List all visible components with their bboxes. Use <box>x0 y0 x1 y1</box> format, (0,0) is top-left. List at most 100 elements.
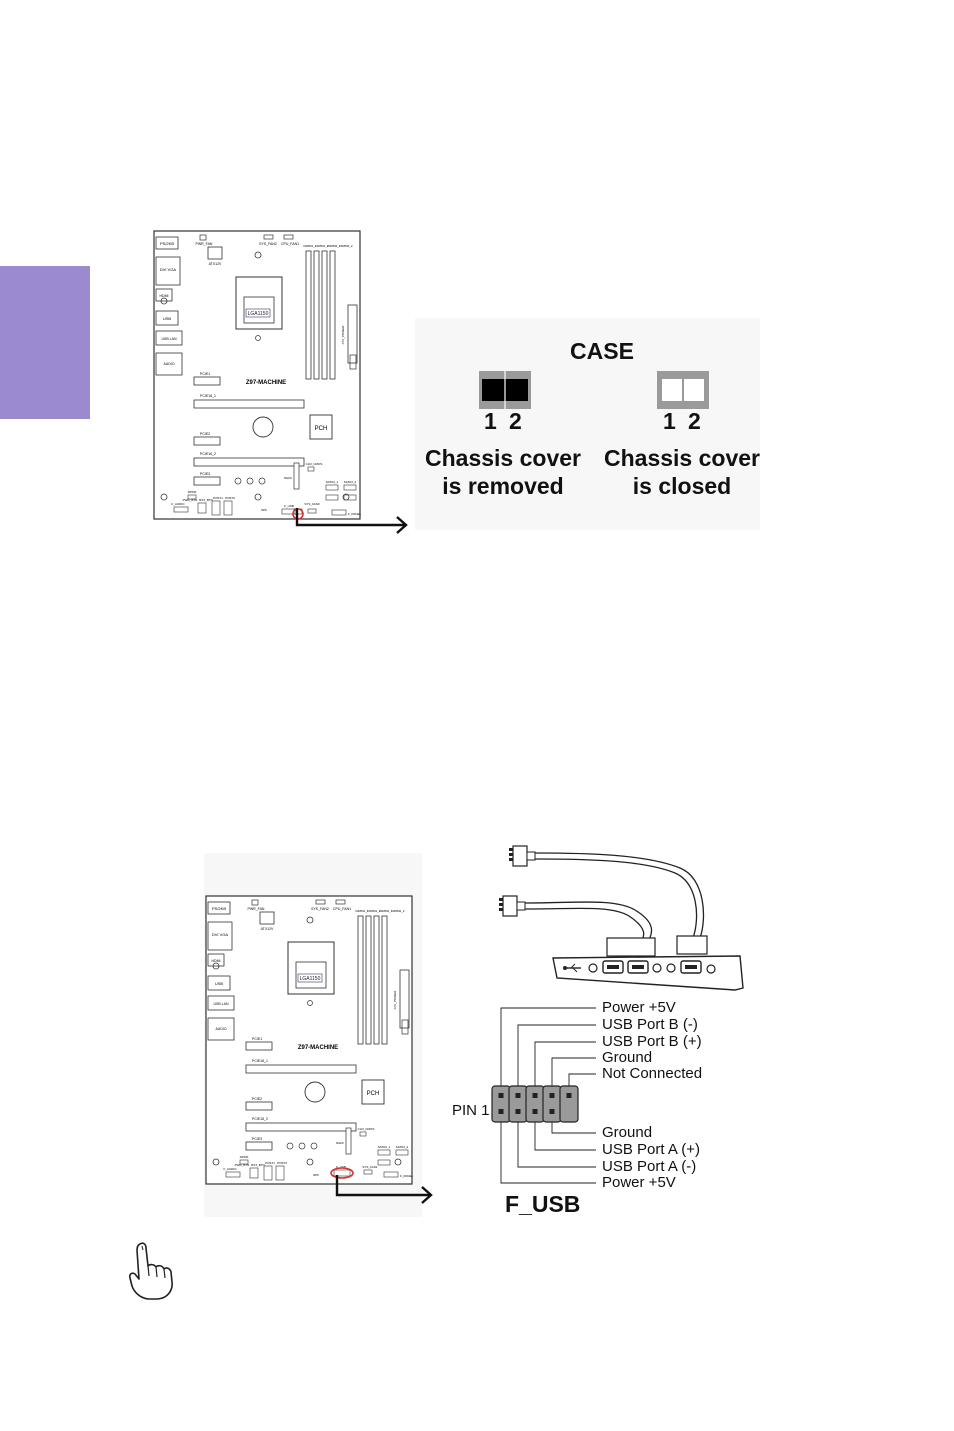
label-hdmi: HDMI <box>212 959 221 963</box>
board-model-label: Z97-MACHINE <box>246 380 286 386</box>
jumper-open-icon <box>657 371 709 409</box>
label-sata3-1: SATA3_1 <box>378 1145 391 1149</box>
label-pcie16-1: PCIE16_1 <box>200 394 216 398</box>
label-pwr-fan: PWR_FAN <box>248 907 265 911</box>
label-sys-fan2: SYS_FAN2 <box>259 242 277 246</box>
motherboard-diagram-bottom: PS/2KB DVI VGA HDMI USB USB LAN AUDIO PW… <box>205 895 413 1185</box>
label-usb-lan: USB LAN <box>214 1002 229 1006</box>
label-audio: AUDIO <box>215 1027 226 1031</box>
highlight-circle <box>330 1167 354 1179</box>
state-closed-line1: Chassis cover <box>604 445 760 471</box>
pin1-label: PIN 1 <box>452 1102 490 1119</box>
label-f-audio: F_AUDIO <box>223 1167 237 1171</box>
label-dimm1-1: DIMM1_1 <box>303 244 316 248</box>
label-spk: SPK <box>261 508 267 512</box>
label-pcie2: PCIE2 <box>252 1097 262 1101</box>
label-dvi: DVI VGA <box>212 932 229 937</box>
label-dimm1-2: DIMM1_2 <box>315 244 328 248</box>
label-sys-fan3: SYS_FAN3 <box>304 502 320 506</box>
closed-pin-1: 1 <box>663 408 676 434</box>
label-spdif: SPDIF <box>188 490 197 494</box>
removed-pin-2: 2 <box>509 408 522 434</box>
label-spk: SPK <box>313 1173 319 1177</box>
f-usb-title: F_USB <box>505 1191 581 1217</box>
label-f-audio: F_AUDIO <box>171 502 185 506</box>
label-dimm2-2: DIMM2_2 <box>339 244 352 248</box>
label-dimm1-1: DIMM1_1 <box>355 909 368 913</box>
label-post1: POST1 <box>265 1161 275 1165</box>
jumper-closed-icon <box>479 371 531 409</box>
label-atx-power: ATX_POWER <box>393 990 397 1009</box>
label-ps2kb: PS/2KB <box>212 906 226 911</box>
pin-label-usb-b-plus: USB Port B (+) <box>602 1033 702 1050</box>
label-pcie16-2: PCIE16_2 <box>200 452 216 456</box>
label-sys-fan1: SYS_FAN1 <box>362 1165 378 1169</box>
label-pcie2: PCIE2 <box>200 432 210 436</box>
label-post1: POST1 <box>213 496 223 500</box>
label-pwr-btn: PWR_BTN <box>235 1163 250 1167</box>
pin-label-ground-b: Ground <box>602 1049 653 1066</box>
usb-bracket-illustration <box>499 845 744 991</box>
pin-label-usb-a-plus: USB Port A (+) <box>602 1141 700 1158</box>
label-hdmi: HDMI <box>160 294 169 298</box>
board-model-label: Z97-MACHINE <box>298 1045 338 1051</box>
label-pcie16-1: PCIE16_1 <box>252 1059 268 1063</box>
label-atx12v: ATX12V <box>261 927 274 931</box>
label-post2: POST2 <box>225 496 235 500</box>
label-pcie16-2: PCIE16_2 <box>252 1117 268 1121</box>
chipset-label: PCH <box>367 1091 380 1097</box>
label-clr-cmos: CLR_CMOS <box>358 1127 375 1131</box>
label-dimm2-1: DIMM2_1 <box>379 909 392 913</box>
label-pwr-btn: PWR_BTN <box>183 498 198 502</box>
label-ngff: NGFF <box>336 1141 344 1145</box>
chapter-side-tab <box>0 266 90 419</box>
hand-pointer-icon <box>129 1242 173 1300</box>
chipset-label: PCH <box>315 426 328 432</box>
label-f-usb: F_USB <box>284 504 294 508</box>
label-atx12v: ATX12V <box>209 262 222 266</box>
usb-icon <box>563 963 581 973</box>
removed-pin-1: 1 <box>484 408 497 434</box>
label-dimm1-2: DIMM1_2 <box>367 909 380 913</box>
label-pwr-fan: PWR_FAN <box>196 242 213 246</box>
label-f-usb: F_USB <box>336 1165 346 1169</box>
label-usb: USB <box>215 981 224 986</box>
label-sata3-1: SATA3_1 <box>326 480 339 484</box>
pin-label-power-5v-a: Power +5V <box>602 1174 676 1191</box>
motherboard-diagram-top: PS/2KB DVI VGA HDMI USB USB LAN AUDIO PW… <box>153 230 361 520</box>
label-post2: POST2 <box>277 1161 287 1165</box>
label-sata3-2: SATA3_2 <box>396 1145 409 1149</box>
label-rst-btn: RST_BTN <box>199 498 213 502</box>
label-dimm2-1: DIMM2_1 <box>327 244 340 248</box>
case-jumper-title: CASE <box>570 338 634 364</box>
label-clr-cmos: CLR_CMOS <box>306 462 323 466</box>
f-usb-pinout-diagram <box>491 1007 596 1184</box>
arrow-right-icon <box>295 508 408 534</box>
label-spdif: SPDIF <box>240 1155 249 1159</box>
label-atx-power: ATX_POWER <box>341 325 345 344</box>
state-removed-line1: Chassis cover <box>425 445 581 471</box>
state-removed-line2: is removed <box>442 473 564 499</box>
label-ps2kb: PS/2KB <box>160 241 174 246</box>
arrow-right-icon <box>335 1175 433 1204</box>
label-dimm2-2: DIMM2_2 <box>391 909 404 913</box>
label-cpu-fan1: CPU_FAN1 <box>333 907 351 911</box>
pin-label-usb-b-minus: USB Port B (-) <box>602 1016 698 1033</box>
label-pcie3: PCIE3 <box>200 472 210 476</box>
state-closed-line2: is closed <box>632 473 732 499</box>
label-ngff: NGFF <box>284 476 292 480</box>
pin-label-ground-a: Ground <box>602 1124 653 1141</box>
case-jumper-panel <box>415 318 760 530</box>
cpu-socket-label: LGA1150 <box>248 311 269 317</box>
label-usb-lan: USB LAN <box>162 337 177 341</box>
label-f-panel: F_PANEL <box>400 1174 413 1178</box>
label-f-panel: F_PANEL <box>348 512 361 516</box>
pin-label-not-connected: Not Connected <box>602 1065 703 1082</box>
label-usb: USB <box>163 316 172 321</box>
label-sys-fan2: SYS_FAN2 <box>311 907 329 911</box>
label-rst-btn: RST_BTN <box>251 1163 265 1167</box>
closed-pin-2: 2 <box>688 408 701 434</box>
pin-label-power-5v-b: Power +5V <box>602 999 676 1016</box>
cpu-socket-label: LGA1150 <box>300 976 321 982</box>
label-cpu-fan1: CPU_FAN1 <box>281 242 299 246</box>
